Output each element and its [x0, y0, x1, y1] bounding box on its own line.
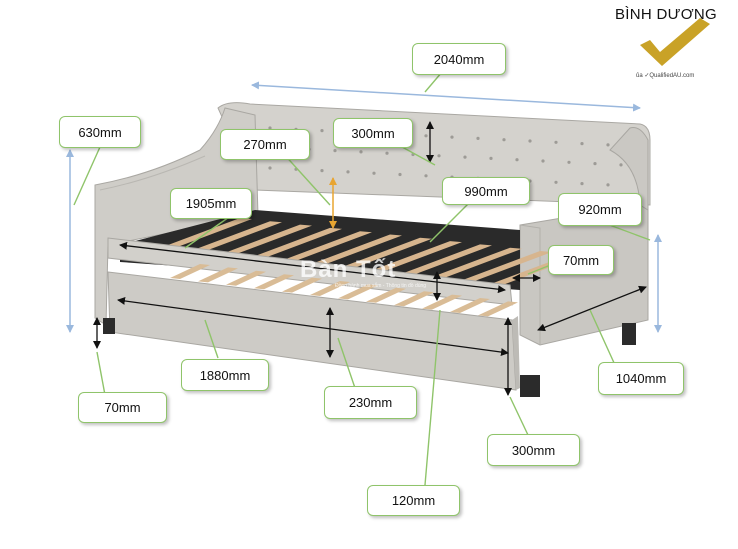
tuft-button	[528, 139, 532, 143]
callout-trundle-length: 1880mm	[181, 359, 269, 391]
tuft-button	[385, 151, 389, 155]
watermark-text: Bàn Tốt	[300, 256, 397, 283]
callout-inner-height: 270mm	[220, 129, 310, 160]
tuft-button	[268, 126, 272, 130]
black-dimension-arrows	[93, 121, 647, 396]
callout-arm-height: 920mm	[558, 193, 642, 226]
callout-inner-length: 1905mm	[170, 188, 252, 219]
callout-total-depth: 1040mm	[598, 362, 684, 395]
callout-overall-height: 630mm	[59, 116, 141, 148]
tuft-button	[476, 136, 480, 140]
tuft-button	[320, 129, 324, 133]
tuft-button	[554, 180, 558, 184]
tuft-button	[398, 172, 402, 177]
tuft-button	[489, 156, 493, 160]
arm-depth-arrow	[537, 285, 647, 332]
callout-inner-width: 990mm	[442, 177, 530, 205]
tuft-button	[346, 170, 350, 174]
daybed-backrest	[217, 102, 651, 206]
tuft-button	[593, 162, 597, 166]
tuft-button	[424, 174, 428, 178]
tuft-button	[320, 169, 324, 173]
tuft-button	[541, 159, 545, 163]
callout-leg-height-left: 70mm	[78, 392, 167, 423]
tuft-button	[437, 154, 441, 158]
callout-backrest-height: 300mm	[333, 118, 413, 148]
callout-trundle-height: 230mm	[324, 386, 417, 419]
tuft-button	[268, 166, 272, 170]
tuft-button	[424, 134, 428, 138]
daybed-legs	[103, 318, 636, 397]
tuft-button	[333, 149, 337, 153]
brand-name: BÌNH DƯƠNG	[615, 6, 718, 23]
tuft-button	[580, 182, 584, 186]
tuft-button	[450, 135, 454, 139]
trundle-length-arrow	[117, 296, 509, 357]
callout-overall-length: 2040mm	[412, 43, 506, 75]
tuft-button	[463, 155, 467, 159]
tuft-button	[619, 163, 623, 167]
callout-gap: 120mm	[367, 485, 460, 516]
brand-checkmark-icon	[640, 18, 710, 66]
watermark-subtext: Đồng hành mua sắm - Thông tin đồ dùng	[335, 283, 427, 289]
tuft-button	[580, 142, 584, 146]
tuft-button	[567, 160, 571, 164]
tuft-button	[606, 143, 610, 147]
blue-dimension-arrows	[66, 81, 662, 333]
tuft-button	[359, 150, 363, 154]
tuft-button	[372, 171, 376, 175]
callout-arm-thickness: 70mm	[548, 245, 614, 275]
callout-leg-height-right: 300mm	[487, 434, 580, 466]
tuft-button	[606, 183, 610, 187]
overall-length-arrow	[251, 81, 641, 112]
tuft-button	[554, 140, 558, 144]
tuft-button	[515, 158, 519, 162]
brand-tagline: ủa ✓QualifiedAU.com	[636, 73, 695, 79]
tuft-button	[502, 138, 506, 142]
